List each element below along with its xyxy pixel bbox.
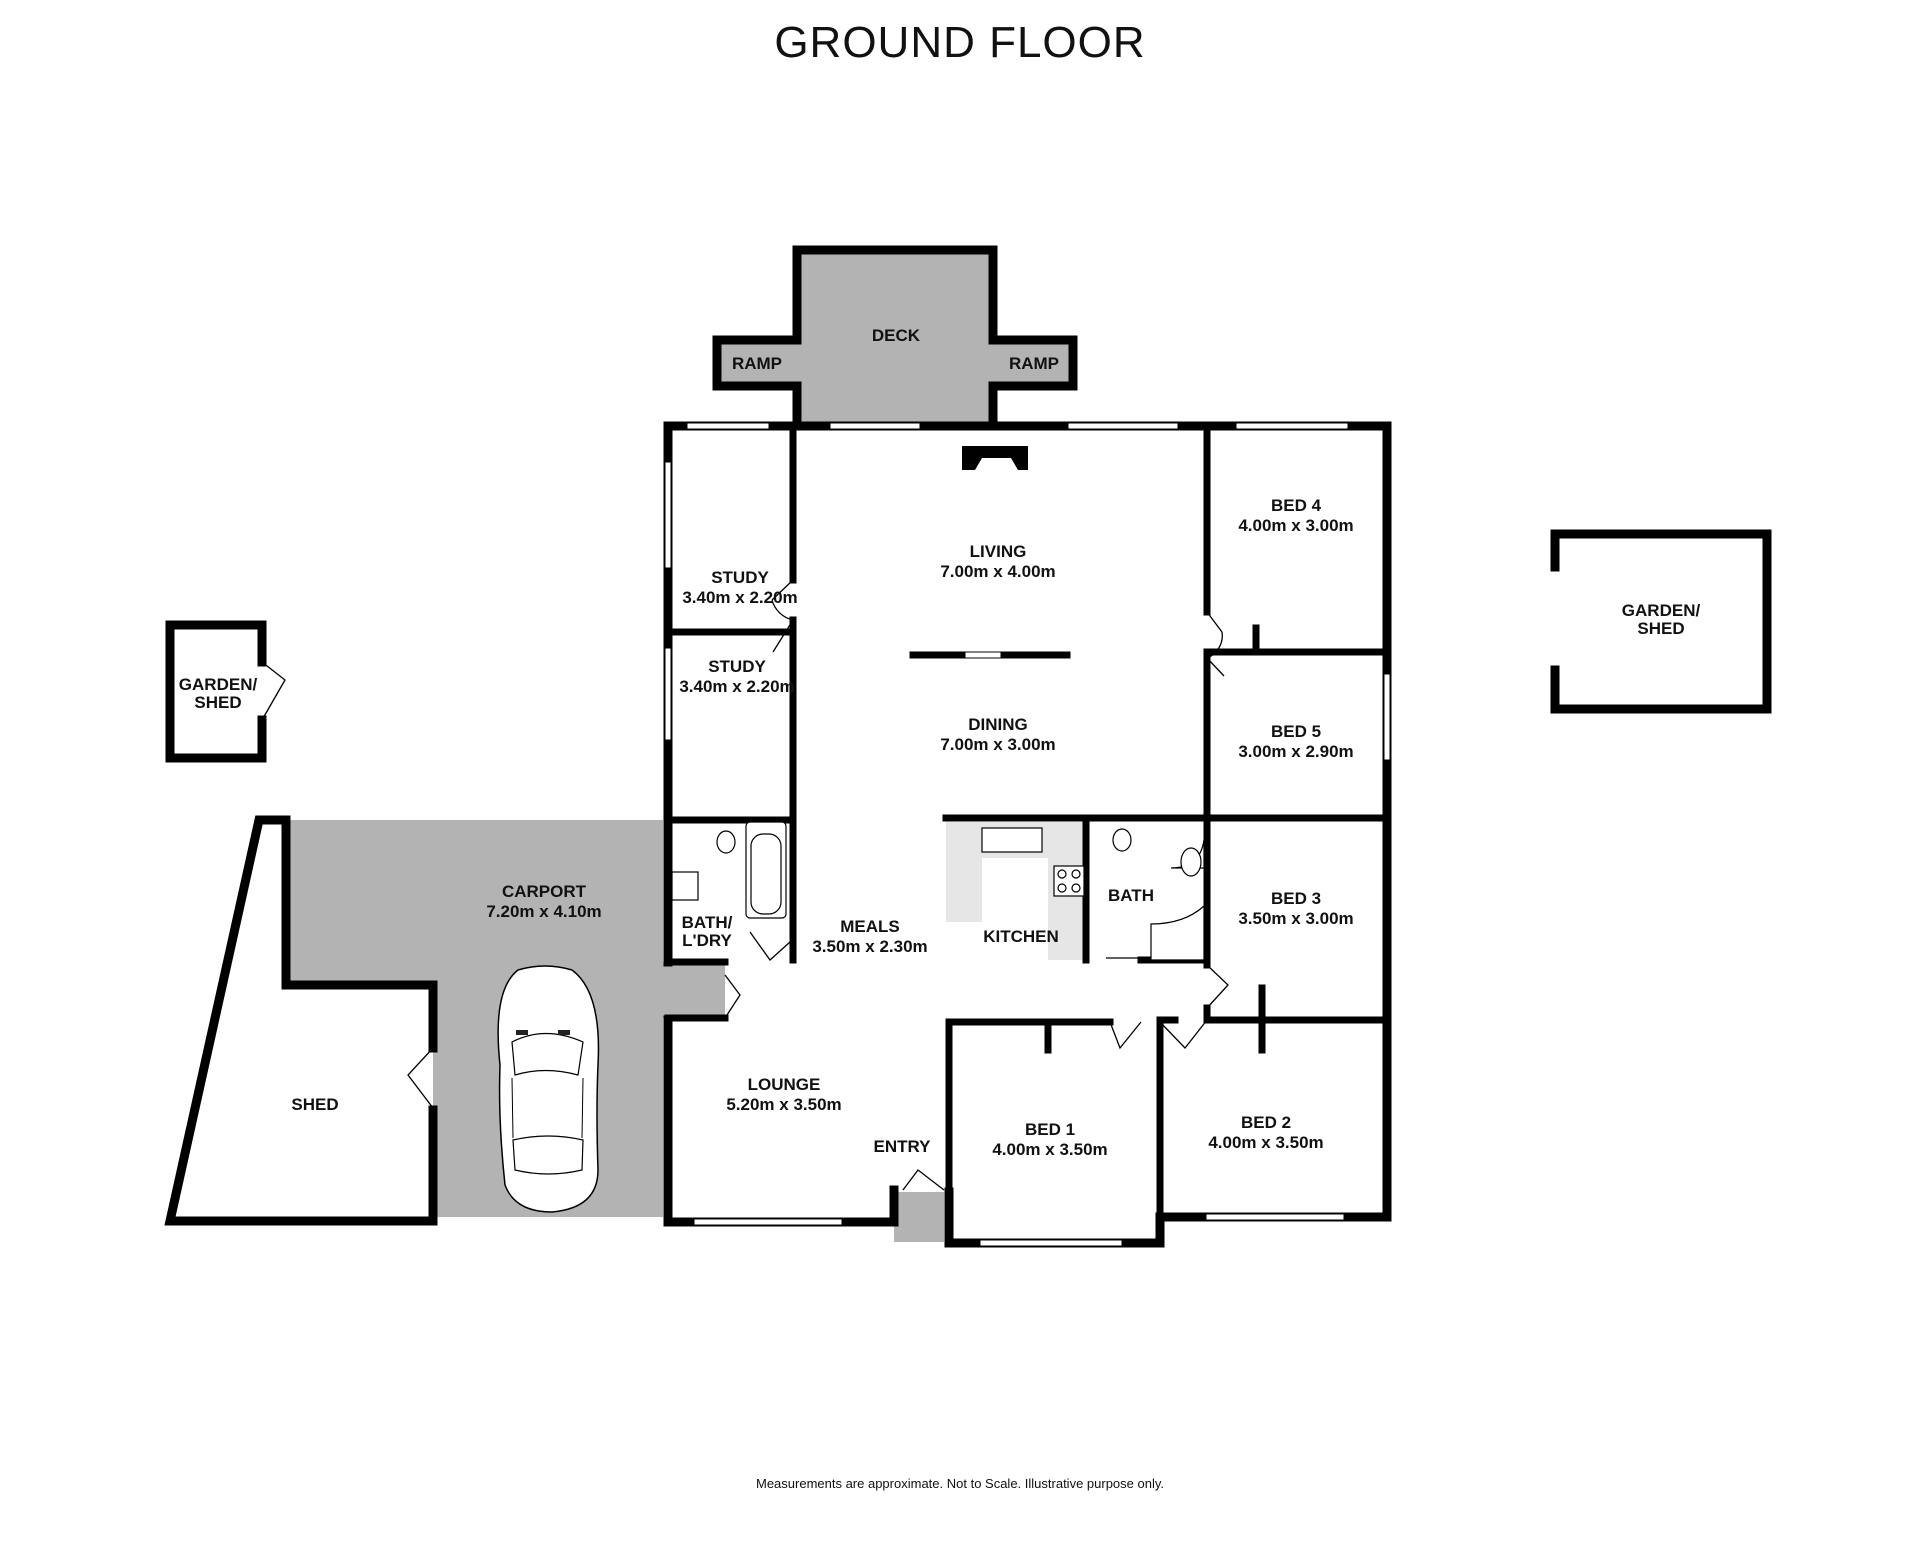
window-lounge-bottom xyxy=(693,1218,843,1226)
label-bed-1: BED 1 xyxy=(1025,1120,1075,1139)
label-meals-dims: 3.50m x 2.30m xyxy=(812,937,927,956)
window-bed1-bottom xyxy=(979,1239,1123,1247)
label-garden-shed-right-1: GARDEN/ xyxy=(1622,601,1701,620)
label-garden-shed-right-2: SHED xyxy=(1637,619,1684,638)
entry-step xyxy=(894,1192,944,1242)
shed-walls xyxy=(164,815,438,1226)
label-ramp-left: RAMP xyxy=(732,354,782,373)
label-entry: ENTRY xyxy=(874,1137,932,1156)
door-shed xyxy=(407,1047,434,1109)
window-study-top xyxy=(686,422,770,430)
label-garden-shed-left-2: SHED xyxy=(194,693,241,712)
window-bed5-right xyxy=(1383,673,1391,761)
car-icon xyxy=(497,965,600,1213)
label-bed-2: BED 2 xyxy=(1241,1113,1291,1132)
label-bed-5: BED 5 xyxy=(1271,722,1321,741)
label-living: LIVING xyxy=(970,542,1027,561)
basin-bowl xyxy=(1180,847,1202,877)
cooktop xyxy=(1053,865,1085,897)
disclaimer-note: Measurements are approximate. Not to Sca… xyxy=(755,1476,1164,1491)
label-study-2-dims: 3.40m x 2.20m xyxy=(679,677,794,696)
label-bed-4: BED 4 xyxy=(1271,496,1322,515)
internal-walls xyxy=(664,422,1391,1221)
window-deck-door xyxy=(829,422,921,430)
door-study1 xyxy=(771,579,794,621)
window-living-dining-opening xyxy=(964,651,1002,659)
label-ramp-right: RAMP xyxy=(1009,354,1059,373)
door-garden-shed-left xyxy=(261,661,286,721)
label-carport: CARPORT xyxy=(502,882,587,901)
window-bed4-top xyxy=(1235,422,1349,430)
cooktop-burner-2 xyxy=(1071,869,1081,879)
door-bed1 xyxy=(1109,1021,1142,1050)
label-lounge: LOUNGE xyxy=(748,1075,821,1094)
label-shed: SHED xyxy=(291,1095,338,1114)
door-carport xyxy=(724,974,741,1019)
label-bed-1-dims: 4.00m x 3.50m xyxy=(992,1140,1107,1159)
door-bed2 xyxy=(1159,1019,1208,1049)
label-bed-4-dims: 4.00m x 3.00m xyxy=(1238,516,1353,535)
label-study-1-dims: 3.40m x 2.20m xyxy=(682,588,797,607)
label-bed-3: BED 3 xyxy=(1271,889,1321,908)
toilet-ldry xyxy=(716,830,736,854)
door-entry xyxy=(902,1169,945,1191)
window-bed2-bottom xyxy=(1205,1213,1345,1221)
label-carport-dims: 7.20m x 4.10m xyxy=(486,902,601,921)
window-living-top xyxy=(1067,422,1179,430)
plan-title: GROUND FLOOR xyxy=(774,18,1146,67)
door-bath-ldry xyxy=(749,931,791,961)
label-dining: DINING xyxy=(968,715,1028,734)
kitchen-bench-left xyxy=(946,822,982,922)
label-bed-2-dims: 4.00m x 3.50m xyxy=(1208,1133,1323,1152)
deck-fill xyxy=(795,248,993,426)
label-bath-ldry-2: L'DRY xyxy=(682,931,732,950)
cooktop-burner-3 xyxy=(1057,883,1067,893)
fireplace xyxy=(962,446,1028,470)
garden-shed-right-walls xyxy=(1550,529,1772,714)
bathtub-basin xyxy=(750,833,782,915)
cooktop-burner-1 xyxy=(1057,869,1067,879)
label-meals: MEALS xyxy=(840,917,900,936)
wall-bed1 xyxy=(945,1018,1114,1196)
ramp-right-fill xyxy=(993,340,1073,386)
label-dining-dims: 7.00m x 3.00m xyxy=(940,735,1055,754)
window-study1-left xyxy=(664,461,672,569)
label-garden-shed-left-1: GARDEN/ xyxy=(179,675,258,694)
garden-shed-left-walls xyxy=(165,620,267,763)
label-bed-3-dims: 3.50m x 3.00m xyxy=(1238,909,1353,928)
label-bath: BATH xyxy=(1108,886,1154,905)
door-study2 xyxy=(772,619,794,653)
kitchen-sink xyxy=(981,827,1043,853)
door-bed3 xyxy=(1206,964,1229,1009)
label-bed-5-dims: 3.00m x 2.90m xyxy=(1238,742,1353,761)
toilet-bath xyxy=(1112,828,1132,852)
label-study-1: STUDY xyxy=(711,568,769,587)
cooktop-burner-4 xyxy=(1071,883,1081,893)
room-labels: DECK RAMP RAMP LIVING 7.00m x 4.00m DINI… xyxy=(179,326,1701,1159)
fixtures xyxy=(671,821,1205,961)
laundry-sink xyxy=(671,871,699,901)
doors xyxy=(261,579,1229,1191)
door-bed4-bed5 xyxy=(1206,611,1225,677)
label-bath-ldry-1: BATH/ xyxy=(682,913,733,932)
label-study-2: STUDY xyxy=(708,657,766,676)
shower xyxy=(1150,904,1205,961)
label-kitchen: KITCHEN xyxy=(983,927,1059,946)
deck-walls xyxy=(712,245,1078,431)
label-deck: DECK xyxy=(872,326,921,345)
windows xyxy=(664,422,1391,1247)
label-living-dims: 7.00m x 4.00m xyxy=(940,562,1055,581)
ramp-left-fill xyxy=(717,340,797,386)
label-lounge-dims: 5.20m x 3.50m xyxy=(726,1095,841,1114)
window-study2-left xyxy=(664,647,672,741)
